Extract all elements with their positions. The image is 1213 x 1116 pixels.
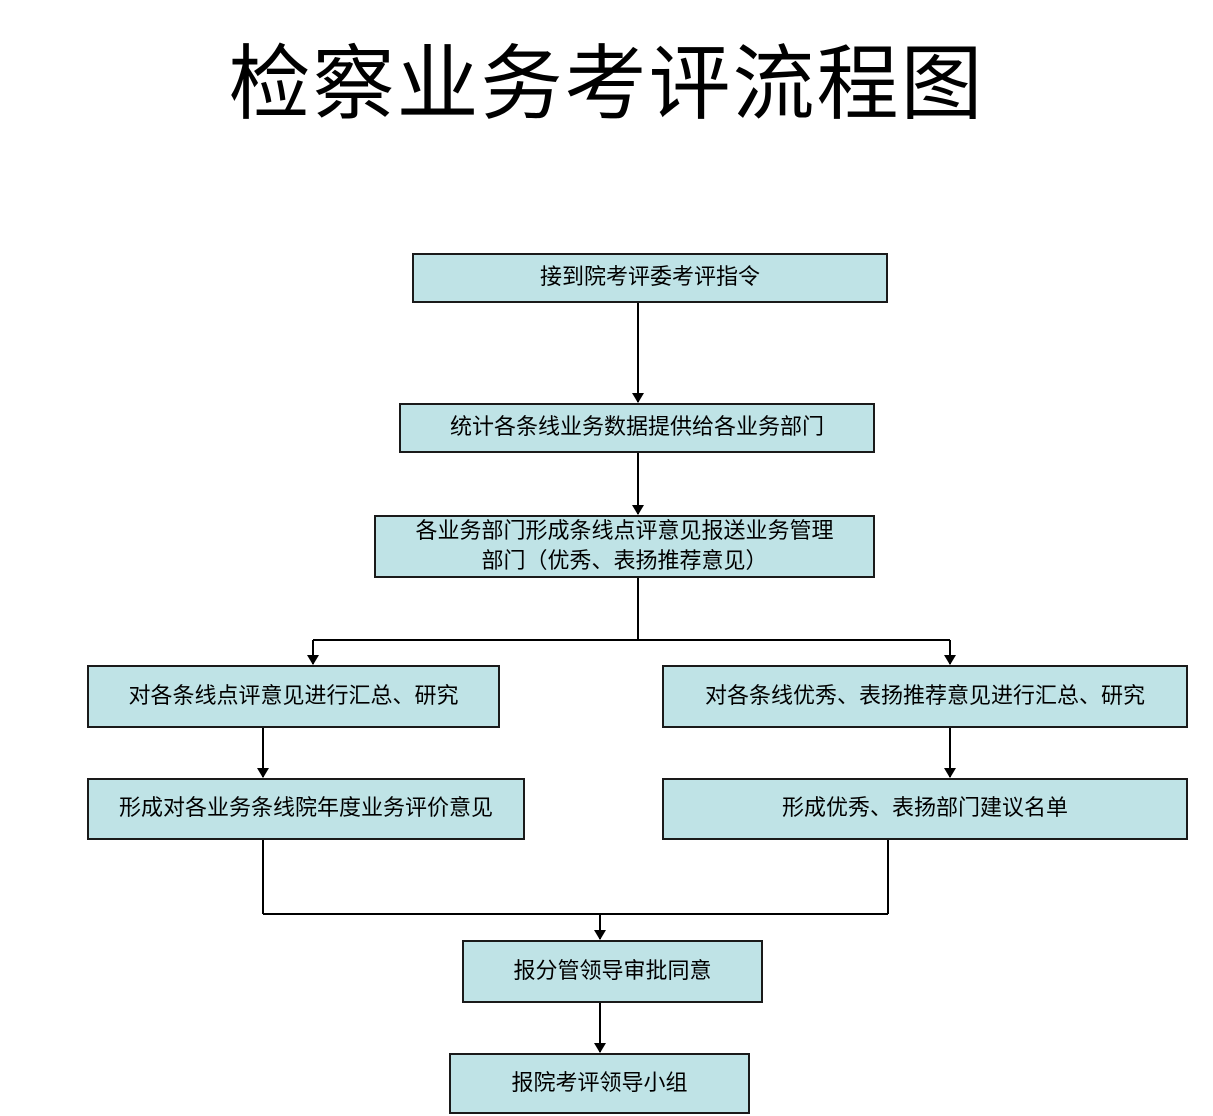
node-receive-order: 接到院考评委考评指令 xyxy=(412,253,888,303)
node-dept-opinions: 各业务部门形成条线点评意见报送业务管理 部门（优秀、表扬推荐意见） xyxy=(374,515,875,578)
node-leader-approval: 报分管领导审批同意 xyxy=(462,940,763,1003)
node-summarize-comments: 对各条线点评意见进行汇总、研究 xyxy=(87,665,500,728)
page-title: 检察业务考评流程图 xyxy=(228,37,985,132)
node-annual-evaluation: 形成对各业务条线院年度业务评价意见 xyxy=(87,778,525,840)
node-summarize-recommendations: 对各条线优秀、表扬推荐意见进行汇总、研究 xyxy=(662,665,1188,728)
node-report-group: 报院考评领导小组 xyxy=(449,1053,750,1114)
node-recommend-list: 形成优秀、表扬部门建议名单 xyxy=(662,778,1188,840)
node-statistics: 统计各条线业务数据提供给各业务部门 xyxy=(399,403,875,453)
